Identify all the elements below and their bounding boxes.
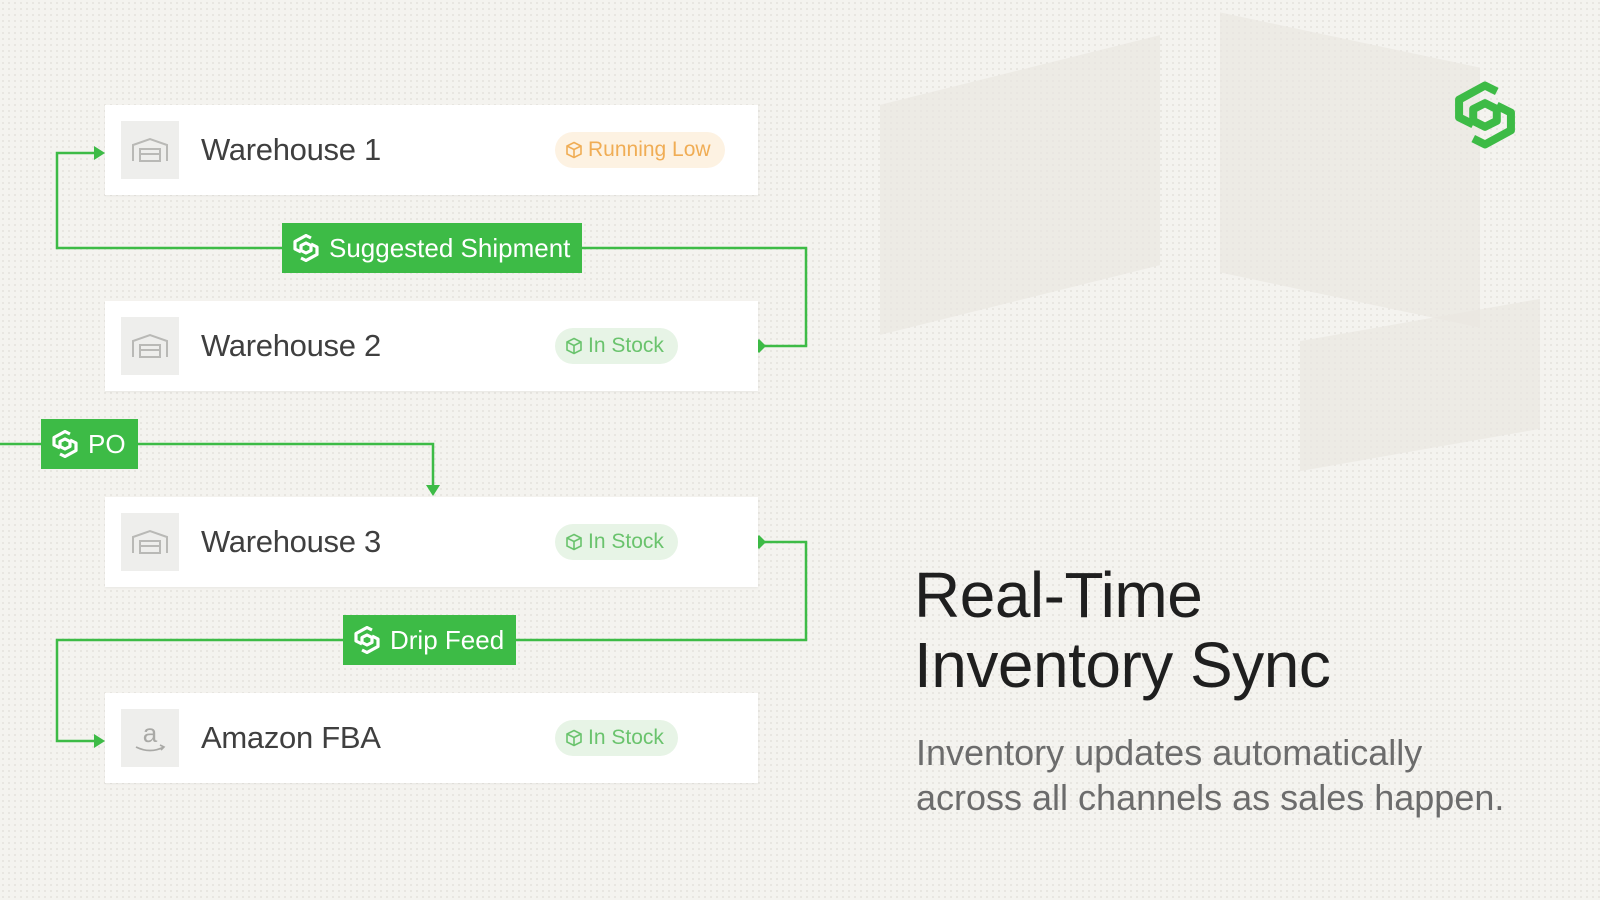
page-title: Real-Time Inventory Sync [914, 559, 1331, 701]
page-subtitle: Inventory updates automatically across a… [916, 730, 1536, 820]
warehouse-icon [121, 121, 179, 179]
title-line: Real-Time [914, 559, 1203, 631]
status-badge: In Stock [555, 720, 678, 756]
status-badge: In Stock [555, 328, 678, 364]
box-icon [566, 729, 582, 747]
box-icon [566, 141, 582, 159]
box-icon [566, 533, 582, 551]
drip-feed-tag[interactable]: Drip Feed [343, 615, 517, 665]
warehouse-icon [121, 513, 179, 571]
title-line: Inventory Sync [914, 629, 1331, 701]
tag-label: Drip Feed [390, 624, 505, 655]
status-badge: Running Low [555, 132, 725, 168]
warehouse-card-1[interactable]: Warehouse 1 Running Low [105, 105, 758, 195]
brand-logo-icon [293, 234, 319, 262]
status-label: In Stock [588, 334, 664, 357]
warehouse-name: Amazon FBA [201, 720, 381, 755]
warehouse-name: Warehouse 1 [201, 132, 381, 167]
warehouse-card-3[interactable]: Warehouse 3 In Stock [105, 497, 758, 587]
brand-logo-icon [1455, 81, 1515, 149]
warehouse-card-2[interactable]: Warehouse 2 In Stock [105, 301, 758, 391]
box-icon [566, 337, 582, 355]
status-label: In Stock [588, 530, 664, 553]
subtitle-line: Inventory updates automatically [916, 732, 1423, 773]
status-label: In Stock [588, 726, 664, 749]
po-tag[interactable]: PO [41, 419, 138, 469]
status-label: Running Low [588, 138, 711, 161]
svg-text:a: a [143, 721, 158, 748]
warehouse-icon [121, 317, 179, 375]
tag-label: Suggested Shipment [329, 232, 571, 263]
tag-label: PO [88, 428, 126, 459]
amazon-fba-card[interactable]: a Amazon FBA In Stock [105, 693, 758, 783]
brand-logo-icon [52, 430, 78, 458]
warehouse-name: Warehouse 2 [201, 328, 381, 363]
status-badge: In Stock [555, 524, 678, 560]
suggested-shipment-tag[interactable]: Suggested Shipment [282, 223, 583, 273]
subtitle-line: across all channels as sales happen. [916, 777, 1505, 818]
brand-logo-icon [354, 626, 380, 654]
warehouse-name: Warehouse 3 [201, 524, 381, 559]
amazon-icon: a [121, 709, 179, 767]
